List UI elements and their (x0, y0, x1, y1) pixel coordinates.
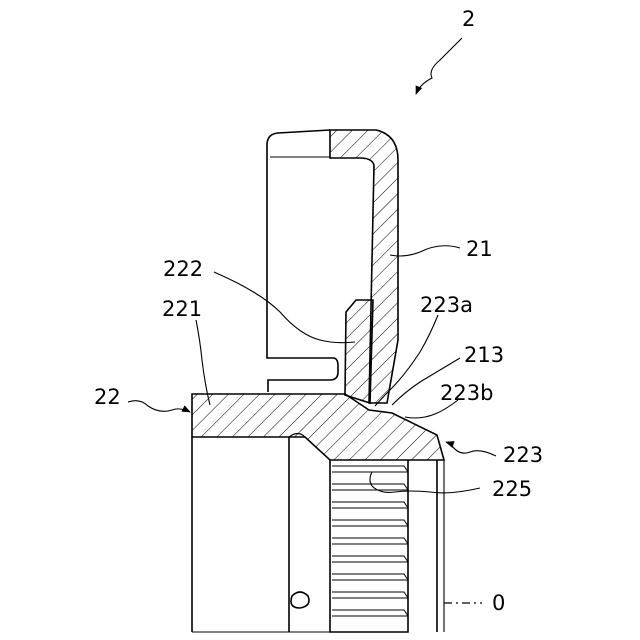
label-axis: 0 (492, 591, 505, 615)
leader-inner-rib (214, 272, 355, 343)
label-face-a: 223a (420, 293, 473, 317)
label-seal-wall: 213 (464, 343, 504, 367)
leader-cap (390, 246, 460, 256)
label-face-b: 223b (440, 381, 493, 405)
label-inner-rib: 222 (163, 257, 203, 281)
label-body: 22 (94, 385, 121, 409)
label-thread: 225 (492, 477, 532, 501)
leader-outer-lip (446, 442, 496, 456)
leader-body (128, 401, 190, 412)
inner-rib-section (345, 300, 373, 403)
thread-outline (330, 460, 408, 632)
leader-assembly (416, 38, 462, 94)
label-assembly: 2 (462, 7, 475, 31)
side-hole (291, 592, 309, 608)
thread-teeth (332, 466, 408, 616)
leader-flange (196, 320, 210, 405)
cap-skirt-outline (267, 130, 338, 392)
label-cap: 21 (466, 237, 493, 261)
body-flange-section (192, 394, 444, 460)
label-outer-lip: 223 (503, 443, 543, 467)
label-flange: 221 (162, 297, 202, 321)
